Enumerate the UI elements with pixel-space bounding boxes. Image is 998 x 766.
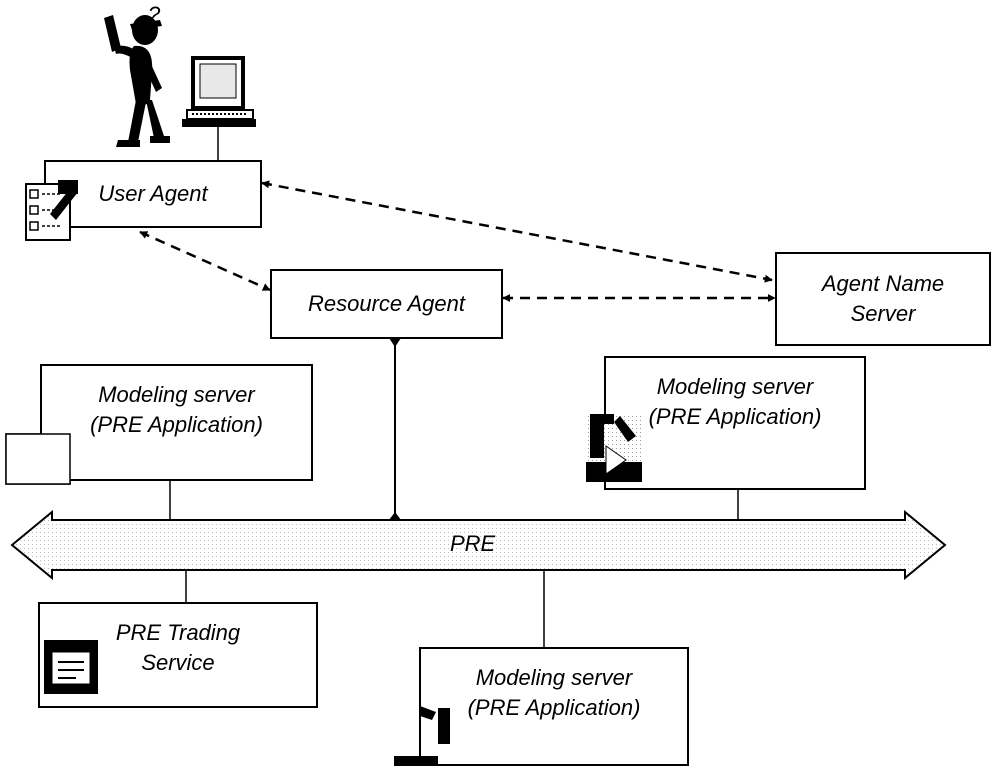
resource-agent-box: Resource Agent <box>270 269 503 339</box>
agent-name-server-line2: Server <box>850 301 916 326</box>
question-mark: ? <box>148 2 161 27</box>
user-agent-name-server-dashed-arrow <box>261 180 773 283</box>
resource-agent-port-marker <box>389 338 401 347</box>
modeling-server-right-line1: Modeling server <box>656 374 814 399</box>
user-agent-resource-agent-dashed-arrow <box>139 230 271 292</box>
pre-bus-label: PRE <box>450 531 496 556</box>
user-agent-label: User Agent <box>98 181 208 206</box>
bus-port-marker <box>389 512 401 520</box>
trading-service-box: PRE Trading Service <box>38 602 318 708</box>
modeling-server-left-box: Modeling server (PRE Application) <box>40 364 313 481</box>
confused-person-icon <box>104 15 170 147</box>
modeling-server-right-box: Modeling server (PRE Application) <box>604 356 866 490</box>
agent-name-server-box: Agent Name Server <box>775 252 991 346</box>
modeling-server-right-line2: (PRE Application) <box>648 404 822 429</box>
pre-bus-arrow <box>10 509 947 581</box>
modeling-server-bottom-line1: Modeling server <box>475 665 633 690</box>
modeling-server-left-line2: (PRE Application) <box>90 412 263 437</box>
modeling-server-bottom-line2: (PRE Application) <box>467 695 641 720</box>
trading-service-line1: PRE Trading <box>115 620 241 645</box>
user-agent-box: User Agent <box>44 160 262 228</box>
modeling-server-left-line1: Modeling server <box>98 382 255 407</box>
computer-icon <box>182 56 256 127</box>
modeling-server-bottom-box: Modeling server (PRE Application) <box>419 647 689 766</box>
agent-name-server-line1: Agent Name <box>821 271 945 296</box>
resource-agent-label: Resource Agent <box>308 291 465 316</box>
trading-service-line2: Service <box>141 650 215 675</box>
